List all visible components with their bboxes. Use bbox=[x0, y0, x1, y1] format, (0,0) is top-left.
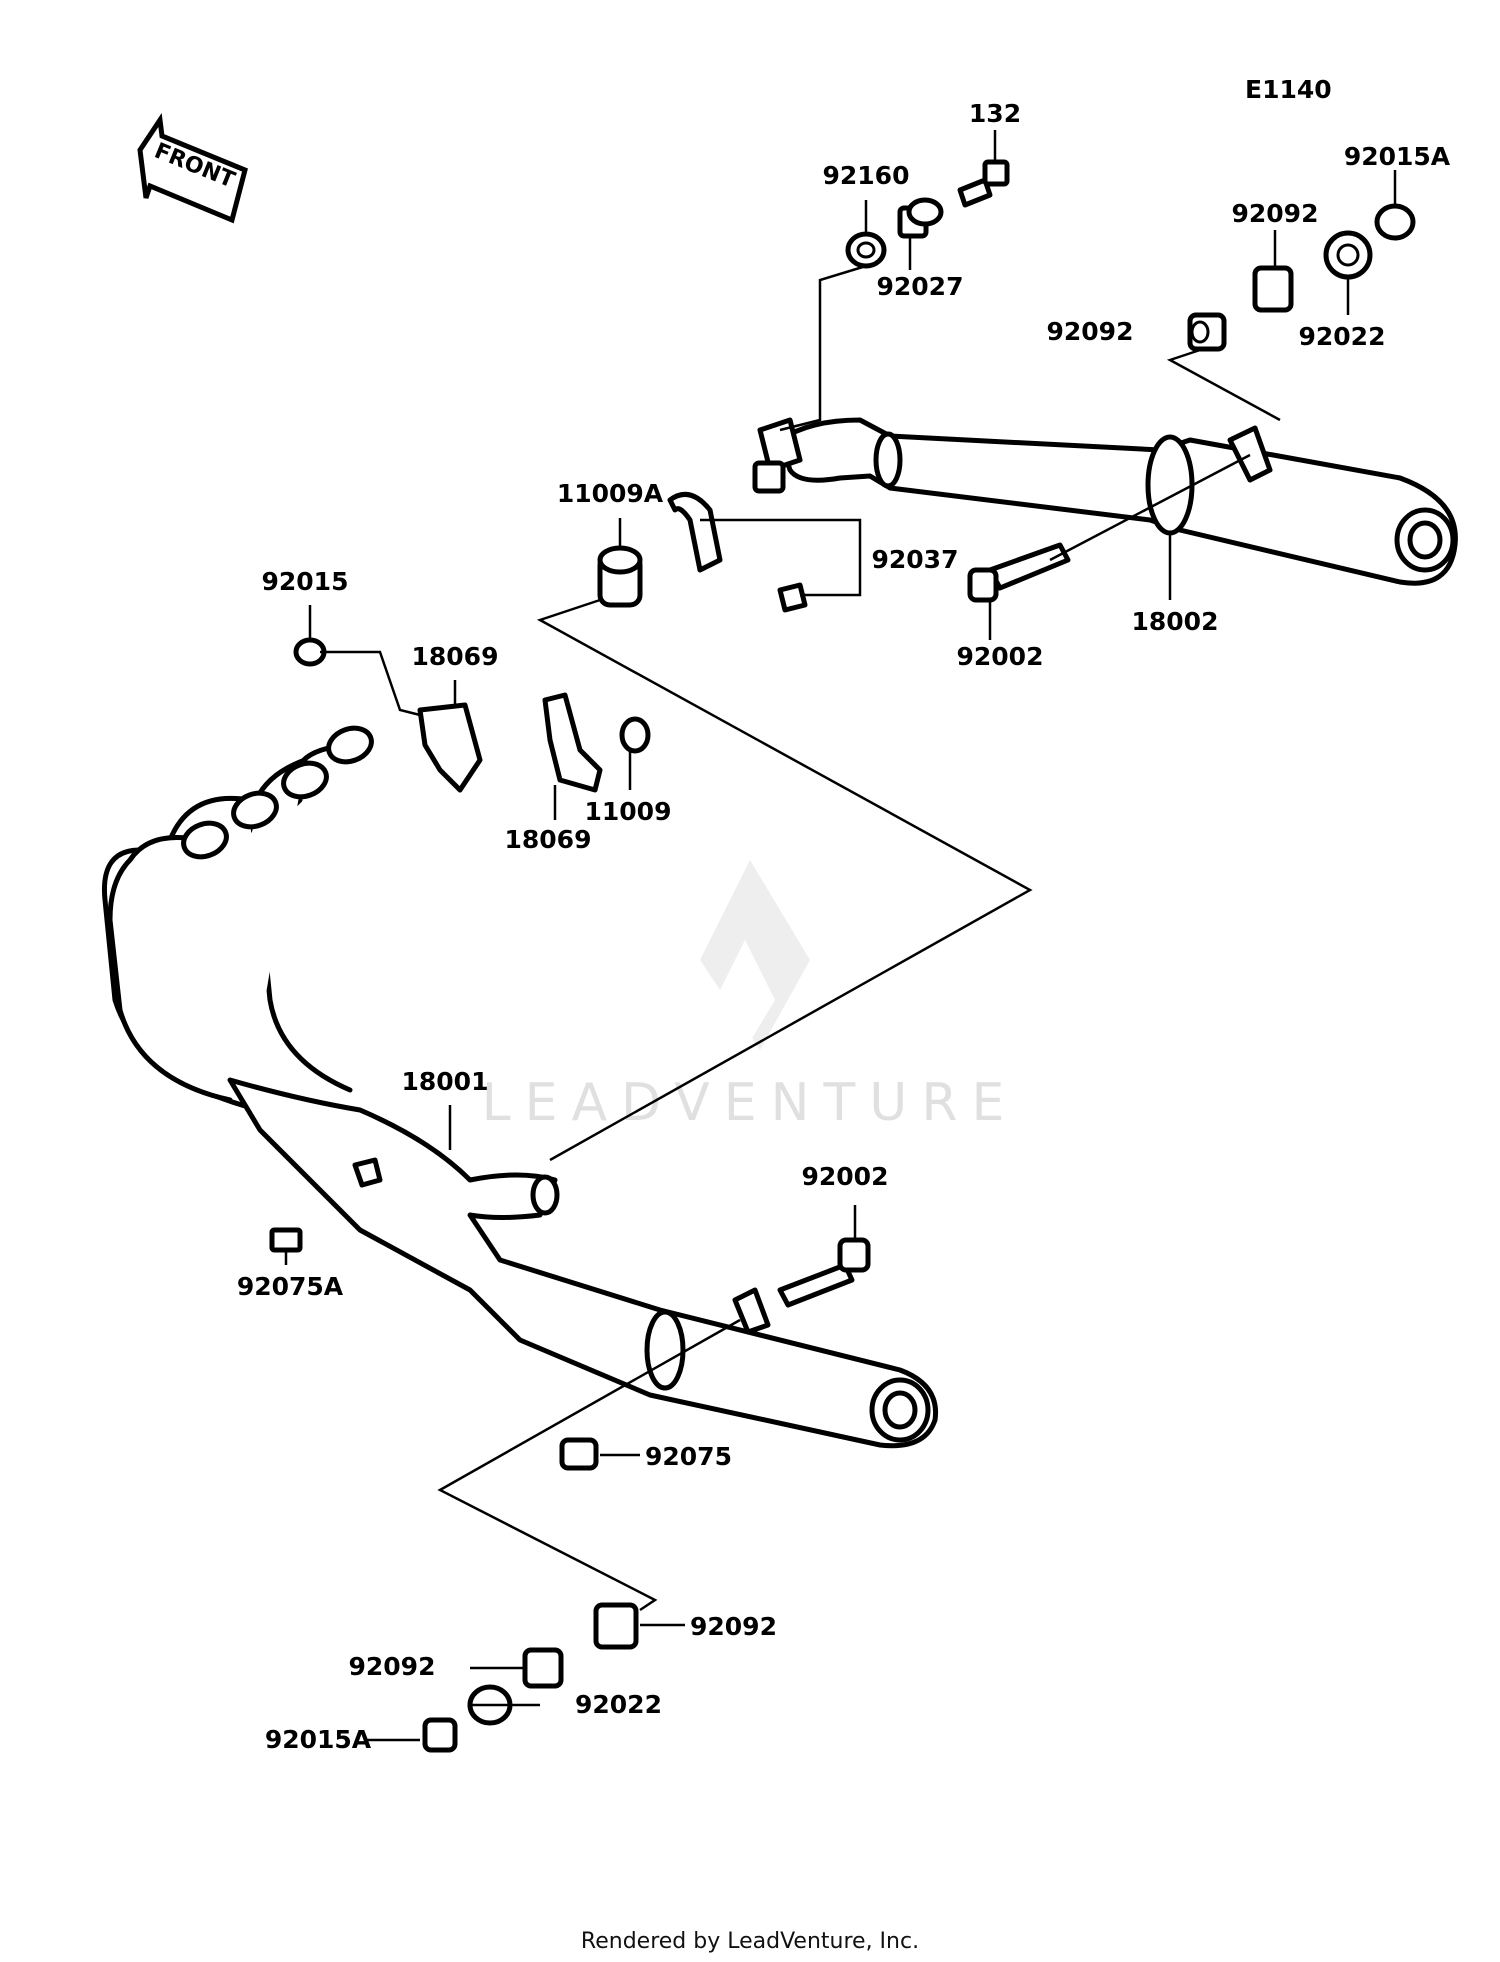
label-11009: 11009 bbox=[585, 797, 672, 826]
part-18069-holder-b-icon bbox=[542, 692, 603, 793]
part-92002-bolt-top-icon bbox=[967, 542, 1071, 603]
part-92092-rubber-top2-icon bbox=[1187, 312, 1227, 352]
label-92015: 92015 bbox=[262, 567, 349, 596]
part-92015A-nut-bottom-icon bbox=[422, 1717, 458, 1753]
part-92022-washer-top-icon bbox=[1323, 230, 1373, 280]
part-132-bolt-icon bbox=[957, 159, 1010, 208]
label-92092-bottom1: 92092 bbox=[690, 1612, 777, 1641]
part-92092-rubber-bottom2-icon bbox=[522, 1647, 564, 1689]
label-18001: 18001 bbox=[402, 1067, 489, 1096]
part-92160-grommet-icon bbox=[845, 231, 887, 269]
part-11009-gasket-icon bbox=[619, 716, 651, 754]
label-18069-a: 18069 bbox=[412, 642, 499, 671]
label-92075: 92075 bbox=[645, 1442, 732, 1471]
label-92075A: 92075A bbox=[237, 1272, 344, 1301]
label-92022-top: 92022 bbox=[1299, 322, 1386, 351]
part-92075-grommet-icon bbox=[559, 1437, 599, 1471]
label-92022-bottom: 92022 bbox=[575, 1690, 662, 1719]
label-92027: 92027 bbox=[877, 272, 964, 301]
watermark: LEADVENTURE bbox=[482, 860, 1019, 1133]
label-18069-b: 18069 bbox=[505, 825, 592, 854]
right-muffler-18002 bbox=[752, 417, 1458, 586]
part-92015-nut-icon bbox=[293, 637, 327, 667]
front-arrow-icon: FRONT bbox=[137, 113, 248, 224]
label-92092-top2: 92092 bbox=[1047, 317, 1134, 346]
header-pipe-muffler-18001 bbox=[101, 725, 939, 1449]
leader-lines bbox=[284, 130, 1397, 1742]
part-labels: 132 92160 92027 92015A 92092 92092 92022… bbox=[237, 99, 1451, 1754]
diagram-code: E1140 bbox=[1245, 75, 1332, 104]
label-18002: 18002 bbox=[1132, 607, 1219, 636]
watermark-text: LEADVENTURE bbox=[482, 1073, 1019, 1133]
part-11009A-gasket-icon bbox=[597, 545, 643, 608]
label-92015A-bottom: 92015A bbox=[265, 1725, 372, 1754]
label-92160: 92160 bbox=[823, 161, 910, 190]
part-92092-rubber-top1-icon bbox=[1252, 265, 1294, 313]
part-92092-rubber-bottom1-icon bbox=[593, 1602, 639, 1650]
label-92037: 92037 bbox=[872, 545, 959, 574]
label-92002-bottom: 92002 bbox=[802, 1162, 889, 1191]
label-92015A-top: 92015A bbox=[1344, 142, 1451, 171]
label-92002-top: 92002 bbox=[957, 642, 1044, 671]
label-132: 132 bbox=[969, 99, 1021, 128]
part-92075A-damper-icon bbox=[269, 1227, 303, 1253]
label-92092-top1: 92092 bbox=[1232, 199, 1319, 228]
part-92027-collar-icon bbox=[897, 197, 944, 239]
part-92002-bolt-bottom-icon bbox=[777, 1237, 871, 1308]
part-18069-holder-a-icon bbox=[417, 702, 483, 793]
part-92015A-nut-top-icon bbox=[1374, 203, 1416, 241]
footer-credit: Rendered by LeadVenture, Inc. bbox=[581, 1929, 919, 1954]
label-92092-bottom2: 92092 bbox=[349, 1652, 436, 1681]
label-11009A: 11009A bbox=[557, 479, 664, 508]
part-92037-clamp-icon bbox=[667, 491, 808, 613]
